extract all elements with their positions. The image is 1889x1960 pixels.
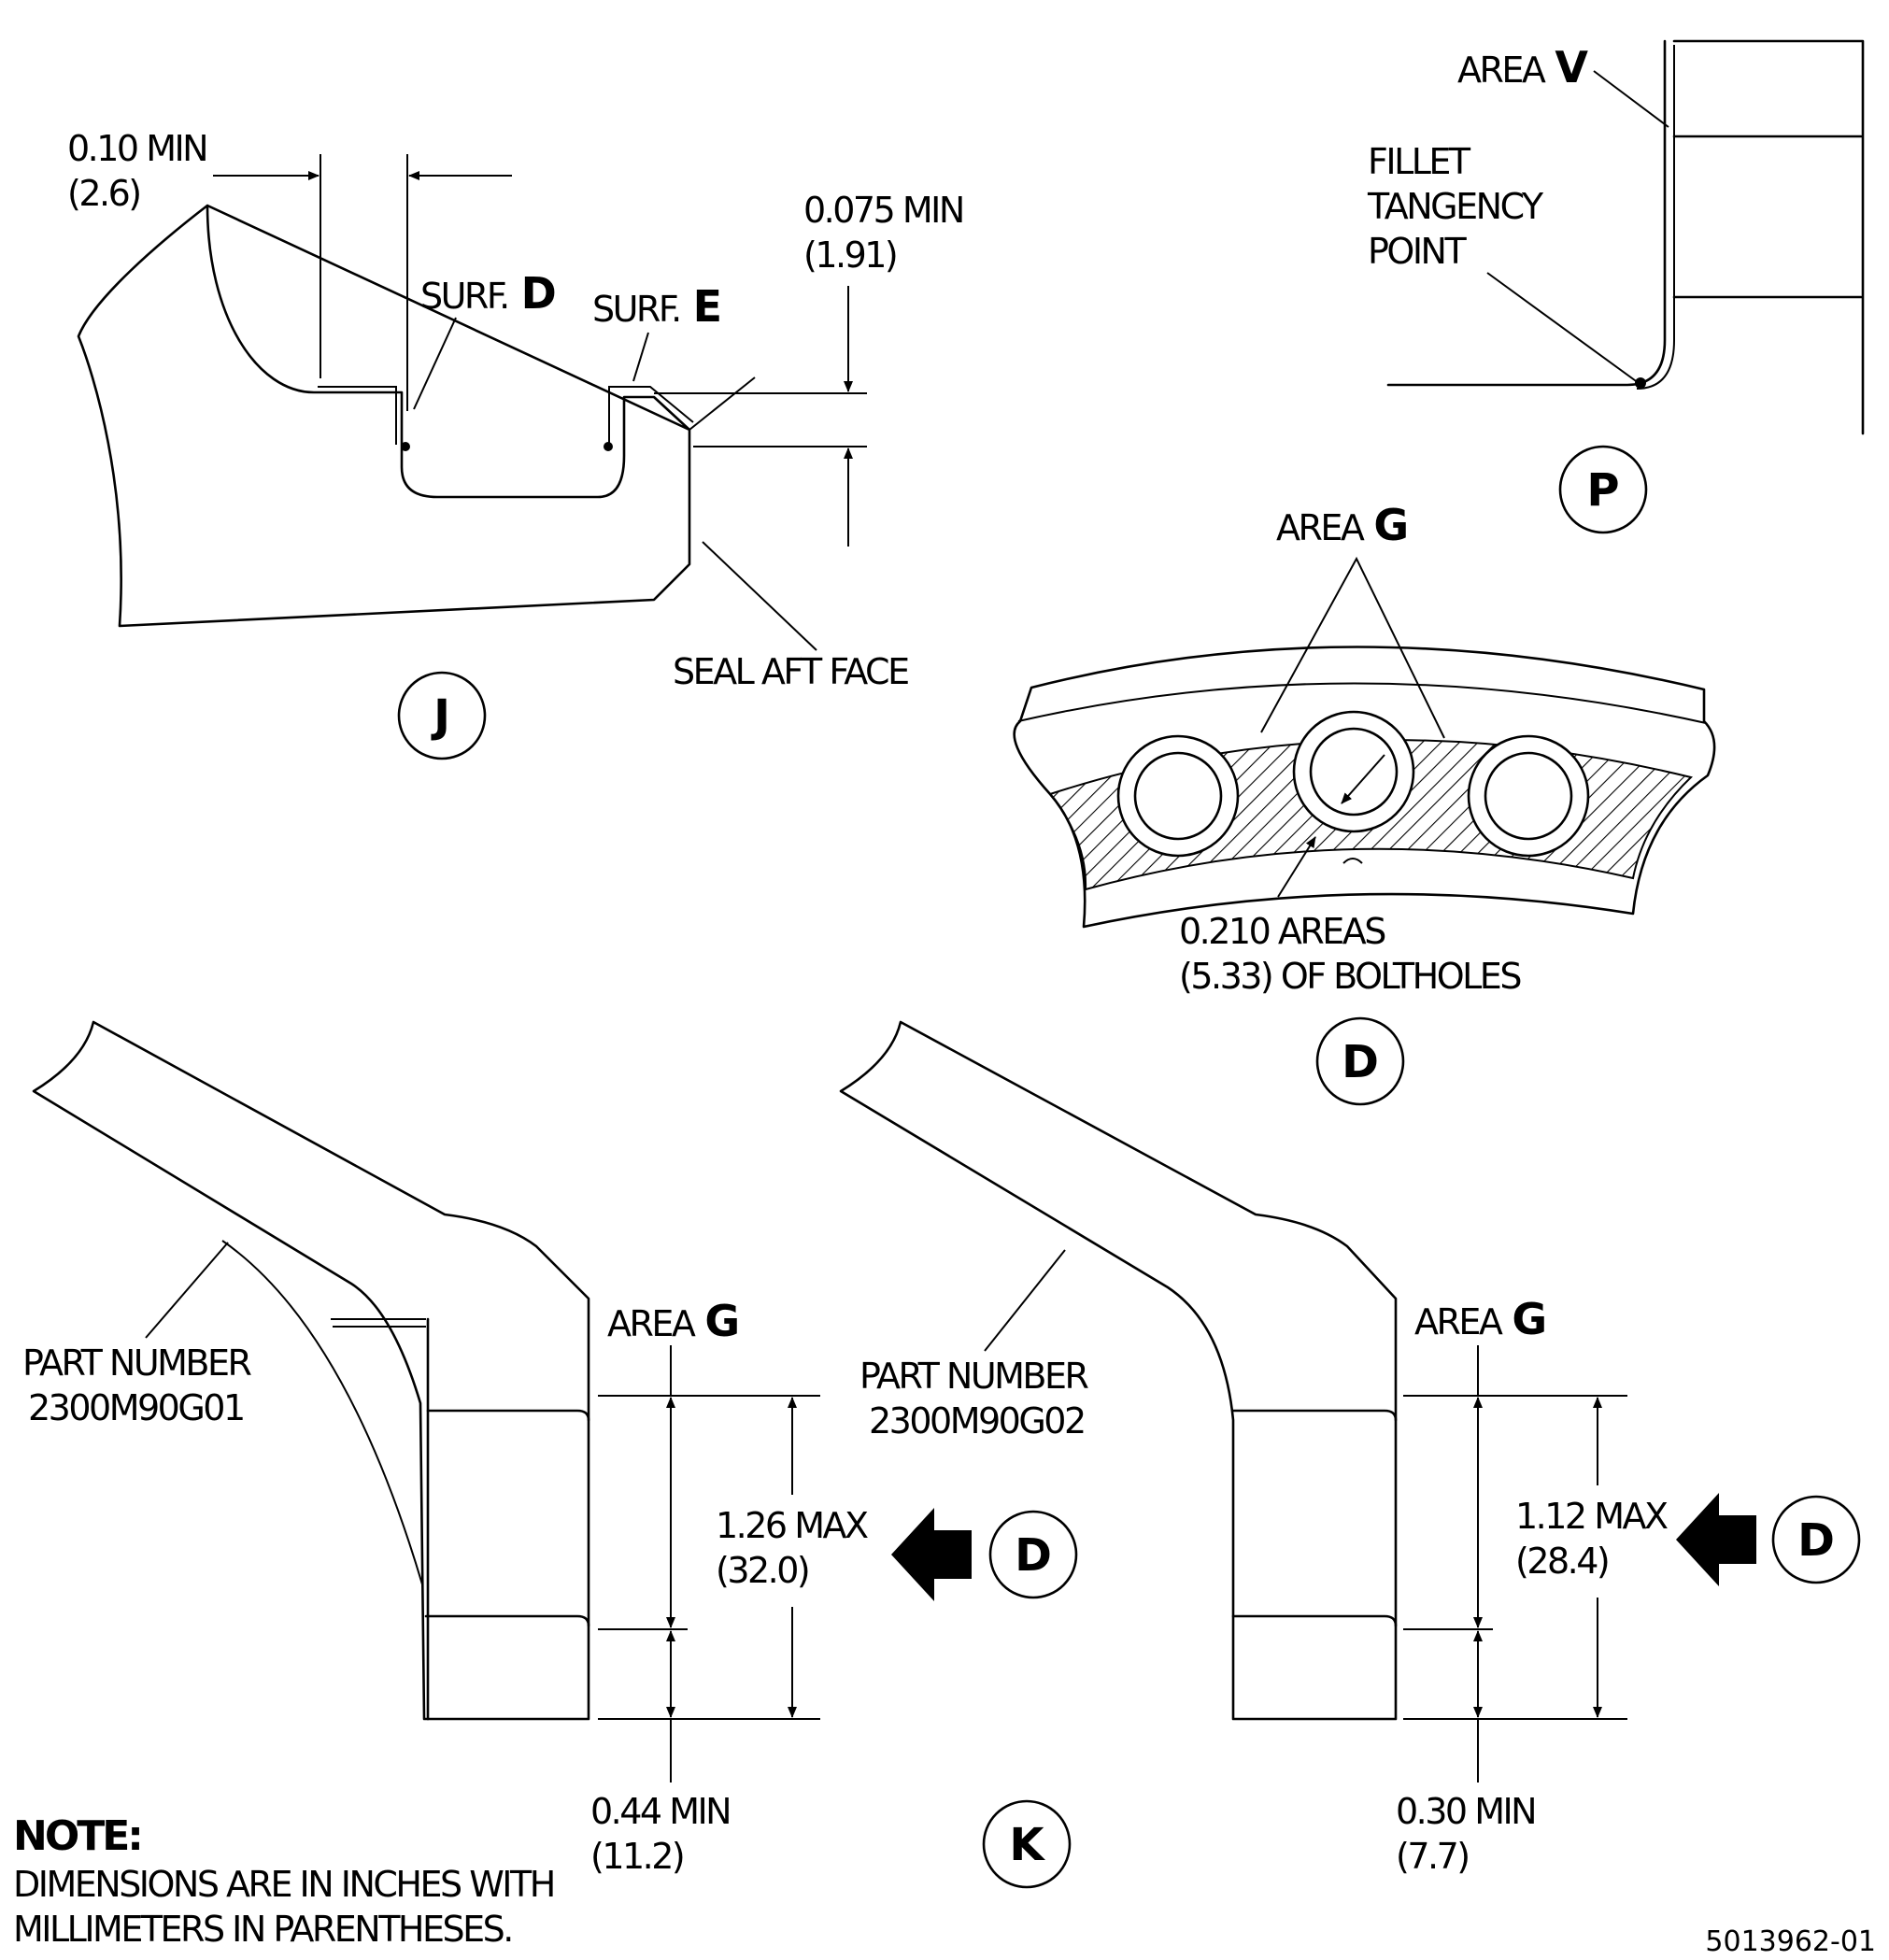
surf-d-label: SURF. D [420,268,557,319]
g01-view-arrow [891,1508,972,1601]
fillet-line1: FILLET [1368,141,1471,182]
g02-min-inches: 0.30 MIN [1396,1791,1535,1832]
dim-height-inches: 0.075 MIN [803,190,963,231]
view-j-letter: J [431,690,450,743]
g02-view-arrow [1676,1493,1756,1586]
detail-k-left: AREA G 1.26 MAX (32.0) 0.44 MIN (11.2) D… [22,1020,1078,1877]
g01-view-d-circle [988,1510,1078,1599]
fillet-tangency-dot [1635,377,1646,389]
fillet-line3: POINT [1368,231,1467,272]
bolthole-arrow-out [1277,836,1316,898]
note-line1: DIMENSIONS ARE IN INCHES WITH [13,1864,554,1905]
bolthole-left [1116,734,1240,858]
g01-area-g-label: AREA G [607,1296,740,1346]
detail-j: 0.10 MIN (2.6) 0.075 MIN (1.91) SURF. D … [67,128,965,760]
g01-block-top [426,1409,590,1422]
g02-area-g-label: AREA G [1414,1294,1547,1344]
g02-part-line2: 2300M90G02 [869,1400,1085,1442]
fillet-line2: TANGENCY [1367,186,1544,227]
bolthole-center [1292,710,1415,833]
detail-p-outline [1386,39,1667,387]
g02-min-mm: (7.7) [1396,1836,1469,1877]
detail-d-notch [1342,858,1363,864]
g02-block-top [1231,1409,1398,1422]
g01-profile [32,1020,590,1721]
g01-upper-land [331,1318,426,1328]
detail-d-top-rim [1017,682,1707,724]
note-heading: NOTE: [13,1812,141,1860]
view-p-letter: P [1586,464,1619,517]
seal-face-line [689,376,756,431]
g01-inner-curve [221,1240,423,1585]
surf-d-line [318,386,402,445]
area-v-leader [1593,70,1669,128]
surf-e-dot [604,442,613,451]
view-k-letter: K [1009,1819,1045,1871]
g01-max-inches: 1.26 MAX [716,1505,868,1546]
g01-max-mm: (32.0) [716,1550,808,1591]
view-d-letter: D [1342,1036,1379,1088]
g02-part-leader [984,1249,1066,1352]
bolthole-right [1467,734,1590,858]
detail-p-block [1672,39,1865,435]
g02-profile [839,1020,1398,1721]
surf-e-leader [632,332,649,382]
note-line2: MILLIMETERS IN PARENTHESES. [13,1909,512,1950]
g02-part-line1: PART NUMBER [859,1356,1089,1397]
g02-block-bottom [1231,1614,1398,1627]
area-g-label-d: AREA G [1276,500,1409,550]
g01-view-d-letter: D [1015,1529,1052,1582]
bolthole-arrow-in [1341,754,1385,804]
g01-part-line2: 2300M90G01 [28,1387,244,1428]
detail-d: AREA G 0.210 AREAS (5.33) OF BOLTHOLES D [1013,500,1716,1106]
boltholes-line1: 0.210 AREAS [1179,911,1385,952]
g01-part-line1: PART NUMBER [22,1342,252,1384]
view-k-circle [982,1799,1072,1889]
g02-max-inches: 1.12 MAX [1515,1496,1668,1537]
g01-min-inches: 0.44 MIN [590,1791,730,1832]
fillet-leader [1486,272,1640,384]
g02-max-mm: (28.4) [1515,1541,1608,1582]
surf-e-line [608,386,694,448]
g02-view-d-letter: D [1797,1514,1835,1567]
g02-view-d-circle [1771,1495,1861,1584]
seal-aft-face-label: SEAL AFT FACE [673,651,908,692]
seal-leader [702,541,817,651]
detail-j-profile [77,204,691,628]
detail-p: AREA V FILLET TANGENCY POINT P [1367,39,1865,534]
view-j-circle [397,671,487,760]
g01-block-bottom [424,1614,590,1627]
g01-part-leader [145,1242,229,1339]
area-g-leader [1260,556,1445,739]
detail-k-right: AREA G 1.12 MAX (28.4) 0.30 MIN (7.7) D … [839,1020,1861,1877]
surf-e-label: SURF. E [592,281,722,332]
g01-min-mm: (11.2) [590,1836,683,1877]
surf-d-dot [401,442,410,451]
surf-d-leader [413,317,457,410]
boltholes-line2: (5.33) OF BOLTHOLES [1179,956,1520,997]
detail-p-fillet-inner [1636,45,1675,390]
dim-height-mm: (1.91) [803,234,896,276]
dim-width-mm: (2.6) [67,173,140,214]
figure-number: 5013962-01 [1705,1925,1876,1958]
dim-width-inches: 0.10 MIN [67,128,206,169]
area-v-label: AREA V [1457,42,1588,92]
view-p-circle [1558,445,1648,534]
view-d-circle [1315,1016,1405,1106]
